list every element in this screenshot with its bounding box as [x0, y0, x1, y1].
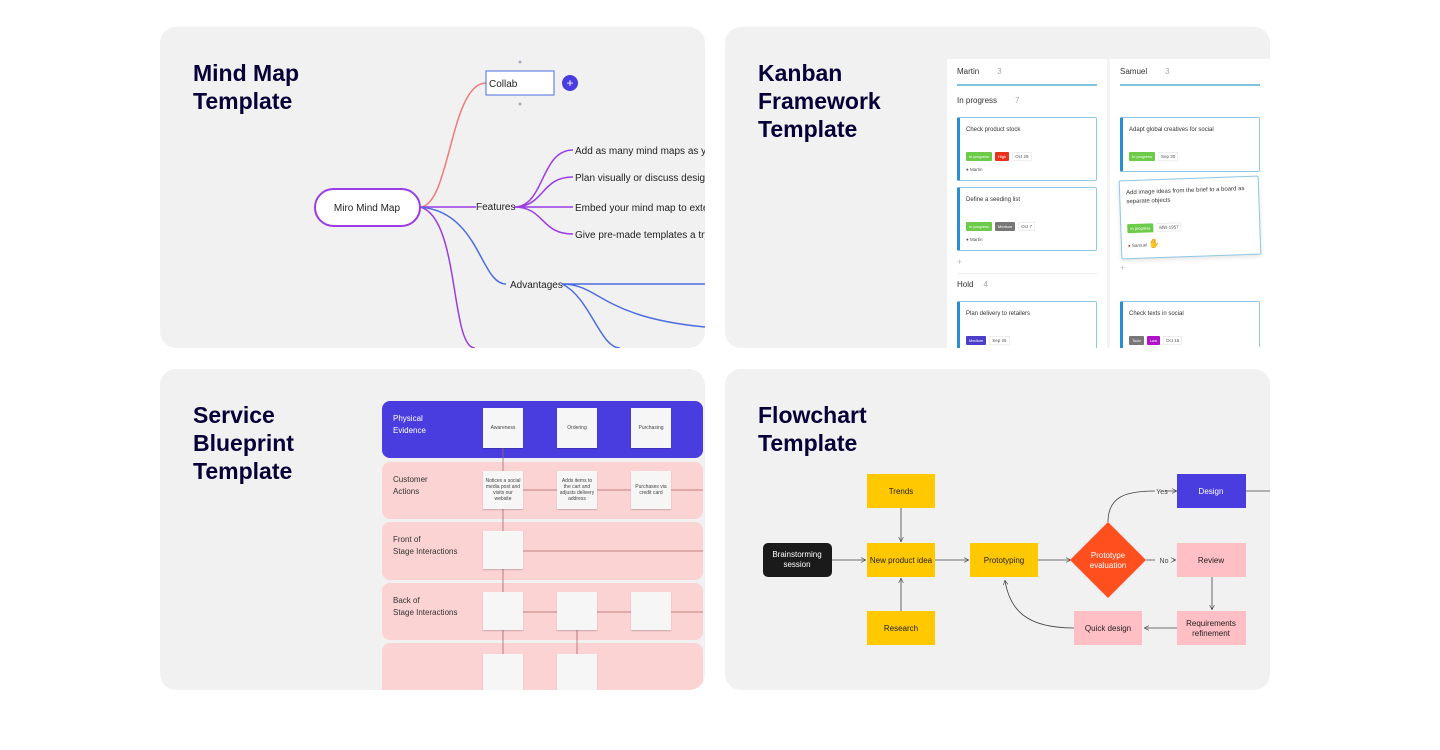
feature-item: Give pre-made templates a try	[575, 230, 705, 241]
mind-map-preview: Miro Mind Map Collab + Features Add as m…	[314, 60, 705, 348]
svg-text:Design: Design	[1199, 487, 1224, 496]
svg-text:Trends: Trends	[889, 487, 914, 496]
card-title: Mind Map Template	[193, 60, 300, 114]
service-blueprint-template-card[interactable]: Service Blueprint Template Physical Evid…	[160, 369, 705, 690]
dragged-kanban-card[interactable]: Add image ideas from the brief to a boar…	[1118, 175, 1262, 260]
svg-text:Prototyping: Prototyping	[984, 556, 1024, 565]
card-title: Kanban Framework Template	[758, 60, 881, 142]
add-node-icon	[562, 75, 578, 91]
advantages-node: Advantages	[510, 280, 563, 291]
mind-map-template-card[interactable]: Mind Map Template Miro Mind Map Collab +…	[160, 27, 705, 348]
svg-text:New product idea: New product idea	[870, 556, 933, 565]
feature-item: Embed your mind map to exter	[575, 203, 705, 214]
kanban-card: Adapt global creatives for social In pro…	[1120, 117, 1260, 172]
feature-item: Add as many mind maps as you	[575, 146, 705, 157]
svg-text:Research: Research	[884, 624, 918, 633]
card-title: Service Blueprint Template	[193, 402, 294, 484]
svg-text:+: +	[566, 76, 573, 90]
svg-text:Review: Review	[1198, 556, 1224, 565]
svg-text:No: No	[1160, 558, 1169, 565]
features-node: Features	[476, 202, 515, 213]
svg-text:Quick design: Quick design	[1085, 624, 1131, 633]
svg-text:Yes: Yes	[1156, 489, 1168, 496]
feature-item: Plan visually or discuss designs	[575, 173, 705, 184]
card-title: Flowchart Template	[758, 402, 867, 456]
grab-cursor-icon: ✋	[1148, 238, 1160, 249]
root-node: Miro Mind Map	[334, 203, 401, 214]
editing-node: Collab	[489, 79, 518, 90]
